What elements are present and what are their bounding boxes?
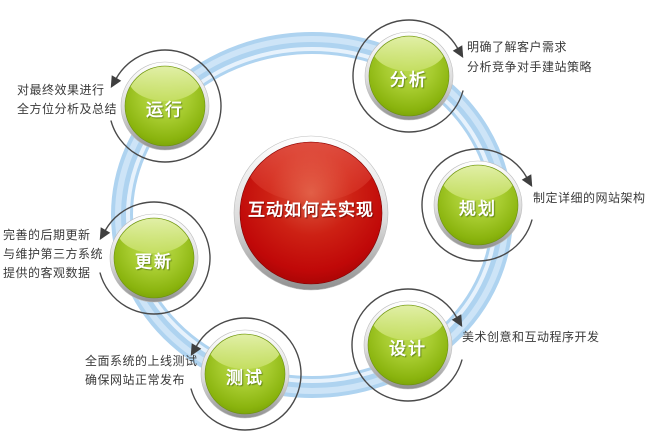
annotation-line: 全面系统的上线测试 [85,354,198,368]
annotation-line: 完善的后期更新 [3,228,91,242]
center-circle [233,135,389,291]
annotation-planning: 制定详细的网站架构 [533,189,646,208]
annotation-line: 美术创意和互动程序开发 [462,330,600,344]
annotation-line: 全方位分析及总结 [17,102,118,116]
node-label-testing: 测试 [226,368,264,389]
annotation-design: 美术创意和互动程序开发 [462,328,600,347]
annotation-analysis: 明确了解客户需求 分析竞争对手建站策略 [467,37,592,77]
annotation-line: 分析竞争对手建站策略 [467,60,593,74]
annotation-line: 提供的客观数据 [3,266,91,280]
annotation-line: 与维护第三方系统 [3,247,104,261]
annotation-line: 明确了解客户需求 [467,40,568,54]
annotation-line: 对最终效果进行 [17,83,105,97]
annotation-update: 完善的后期更新 与维护第三方系统 提供的客观数据 [3,226,103,283]
node-label-design: 设计 [389,339,427,360]
annotation-line: 确保网站正常发布 [85,373,186,387]
node-label-planning: 规划 [459,199,497,220]
annotation-testing: 全面系统的上线测试 确保网站正常发布 [85,352,198,390]
node-label-update: 更新 [135,252,173,273]
center-label: 互动如何去实现 [248,200,374,221]
node-label-analysis: 分析 [390,70,428,91]
node-label-running: 运行 [146,100,184,121]
annotation-running: 对最终效果进行 全方位分析及总结 [17,81,117,119]
annotation-line: 制定详细的网站架构 [533,191,646,205]
